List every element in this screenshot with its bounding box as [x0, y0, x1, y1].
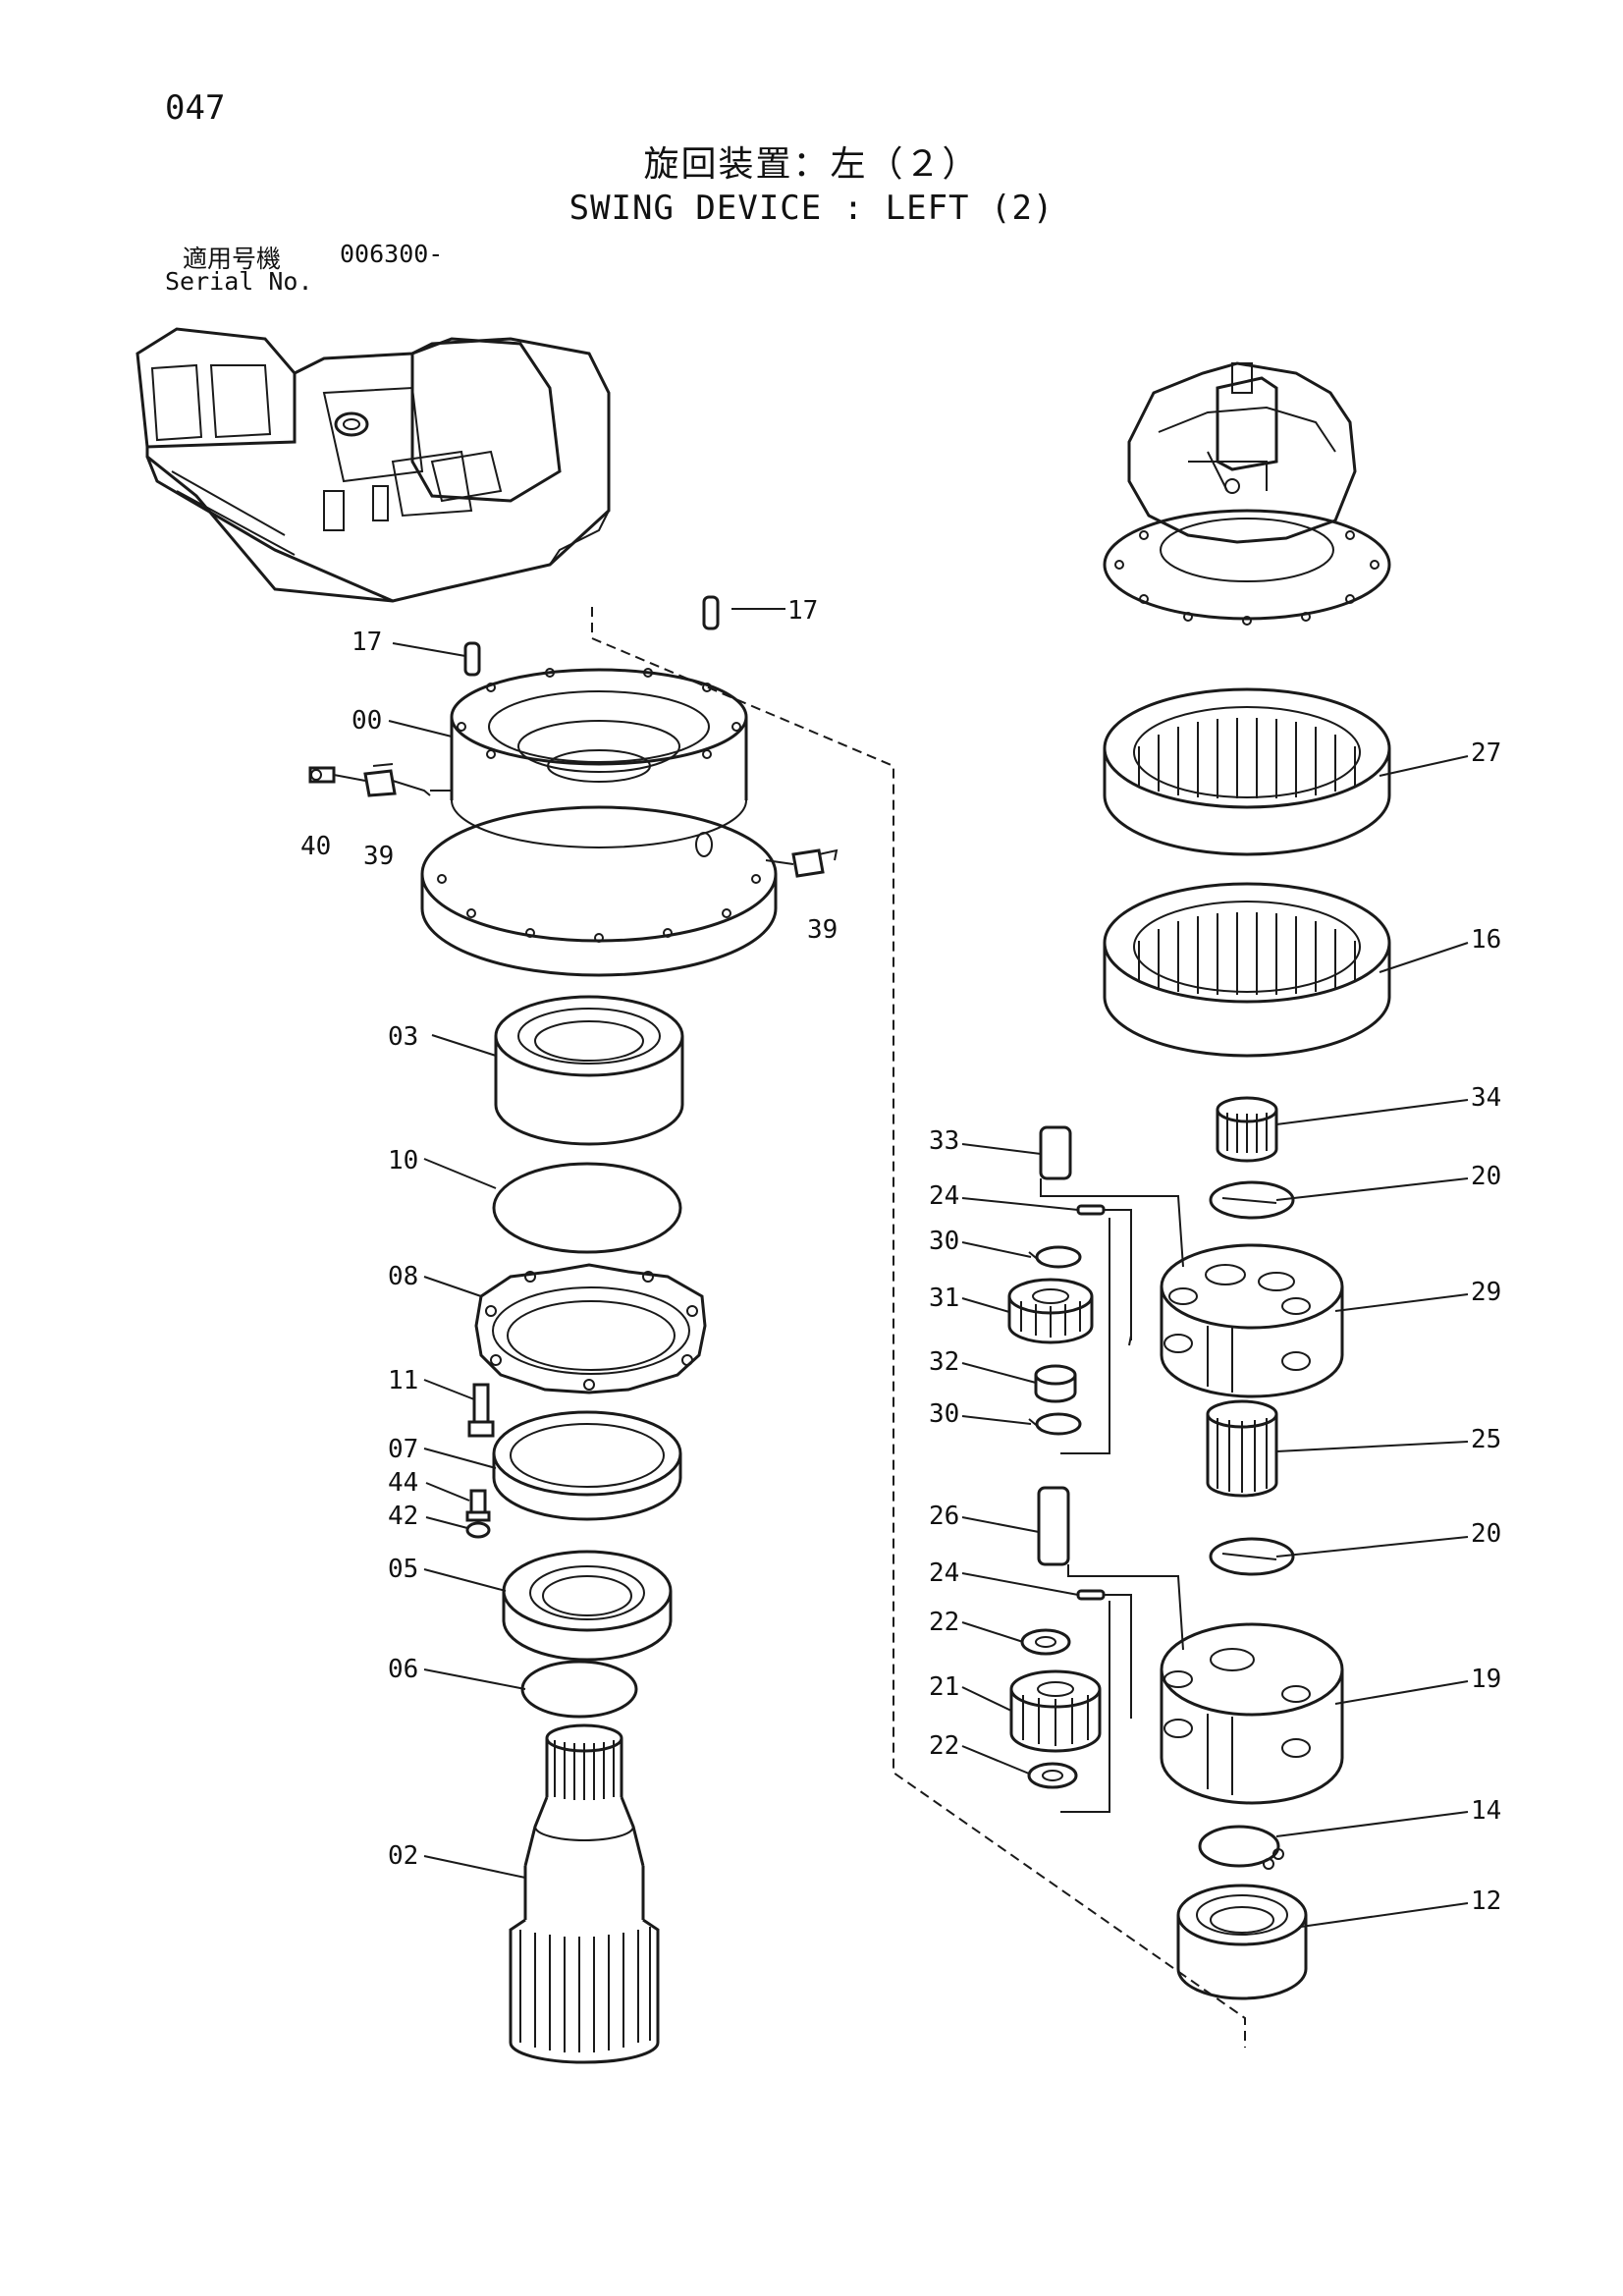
title-japanese: 旋回装置：左（２）	[643, 144, 980, 185]
callout-21: 21	[929, 1672, 959, 1702]
snap-ring-14	[1198, 1825, 1284, 1870]
callout-00: 00	[352, 706, 382, 736]
callout-40: 40	[300, 832, 331, 861]
bearing-03	[494, 995, 684, 1146]
callout-32: 32	[929, 1347, 959, 1377]
callout-19: 19	[1471, 1665, 1501, 1694]
callout-33: 33	[929, 1126, 959, 1156]
fitting-39-right	[765, 848, 839, 878]
shim-06	[520, 1660, 638, 1719]
callout-24-lower: 24	[929, 1558, 959, 1588]
callout-17-left: 17	[352, 628, 382, 657]
pin-17-left	[463, 641, 481, 677]
callout-06: 06	[388, 1655, 418, 1684]
excavator-overview-illustration	[135, 327, 611, 603]
thrust-washer-22-lower	[1027, 1762, 1078, 1789]
callout-34: 34	[1471, 1083, 1501, 1113]
callout-14: 14	[1471, 1796, 1501, 1826]
sun-gear-34	[1216, 1096, 1278, 1163]
bearing-12	[1176, 1884, 1308, 2000]
callout-42: 42	[388, 1502, 418, 1531]
callout-22-upper: 22	[929, 1608, 959, 1637]
callout-03: 03	[388, 1022, 418, 1052]
sun-gear-25	[1206, 1399, 1278, 1498]
callout-17-right: 17	[787, 596, 818, 626]
drive-shaft-02	[509, 1723, 660, 2064]
seal-07	[492, 1410, 682, 1521]
swing-housing-00	[420, 668, 778, 977]
callout-24-upper: 24	[929, 1181, 959, 1211]
pin-17-right	[702, 595, 720, 630]
callout-10: 10	[388, 1146, 418, 1175]
washer-42	[465, 1521, 491, 1539]
thrust-plate-20-upper	[1209, 1180, 1295, 1220]
ring-gear-16	[1103, 882, 1391, 1058]
planet-carrier-29	[1160, 1243, 1344, 1398]
planet-gear-21	[1009, 1669, 1102, 1753]
callout-12: 12	[1471, 1886, 1501, 1916]
leader-lines-right	[961, 755, 1469, 1928]
snap-ring-30-upper	[1028, 1245, 1082, 1269]
planet-gear-31	[1007, 1278, 1094, 1344]
callout-labels: 17 17 00 40 39 39 03 10 08 11 07 44 42 0…	[300, 596, 1501, 1916]
callout-20-upper: 20	[1471, 1162, 1501, 1191]
bolt-11	[467, 1383, 495, 1438]
thrust-washer-22-upper	[1020, 1628, 1071, 1656]
spring-pin-24-upper	[1076, 1204, 1106, 1216]
callout-16: 16	[1471, 925, 1501, 955]
callout-11: 11	[388, 1366, 418, 1395]
snap-ring-30-lower	[1028, 1412, 1082, 1436]
callout-29: 29	[1471, 1278, 1501, 1307]
serial-label-japanese: 適用号機	[183, 245, 282, 273]
assembly-bracket-lower	[1060, 1564, 1184, 1813]
needle-bearing-32	[1034, 1364, 1077, 1403]
retainer-05	[502, 1550, 673, 1662]
alignment-line	[591, 607, 1246, 2048]
serial-number-value: 006300-	[340, 240, 444, 268]
callout-05: 05	[388, 1555, 418, 1584]
callout-30-upper: 30	[929, 1227, 959, 1256]
planet-carrier-19	[1160, 1622, 1344, 1805]
fitting-40	[308, 766, 366, 784]
pin-26	[1037, 1486, 1070, 1566]
callout-31: 31	[929, 1284, 959, 1313]
shim-10	[492, 1162, 682, 1254]
leader-lines-left	[388, 608, 785, 1879]
spring-pin-24-lower	[1076, 1589, 1106, 1601]
fitting-39-left	[363, 763, 431, 797]
callout-25: 25	[1471, 1425, 1501, 1454]
callout-39-left: 39	[363, 842, 394, 871]
callout-44: 44	[388, 1468, 418, 1498]
assembly-bracket-upper	[1040, 1178, 1184, 1454]
swing-motor-illustration	[1103, 361, 1391, 626]
callout-20-lower: 20	[1471, 1519, 1501, 1549]
title-english: SWING DEVICE : LEFT (2)	[568, 189, 1055, 228]
callout-02: 02	[388, 1841, 418, 1871]
pin-33	[1039, 1125, 1072, 1180]
serial-label-english: Serial No.	[165, 267, 313, 296]
callout-39-right: 39	[807, 915, 838, 945]
callout-07: 07	[388, 1435, 418, 1464]
callout-22-lower: 22	[929, 1731, 959, 1761]
callout-26: 26	[929, 1502, 959, 1531]
callout-27: 27	[1471, 738, 1501, 768]
thrust-plate-20-lower	[1209, 1537, 1295, 1576]
page-number: 047	[165, 88, 226, 128]
callout-30-lower: 30	[929, 1399, 959, 1429]
ring-gear-27	[1103, 687, 1391, 856]
callout-08: 08	[388, 1262, 418, 1291]
bolt-44	[465, 1489, 491, 1522]
cover-plate-08	[474, 1263, 707, 1394]
